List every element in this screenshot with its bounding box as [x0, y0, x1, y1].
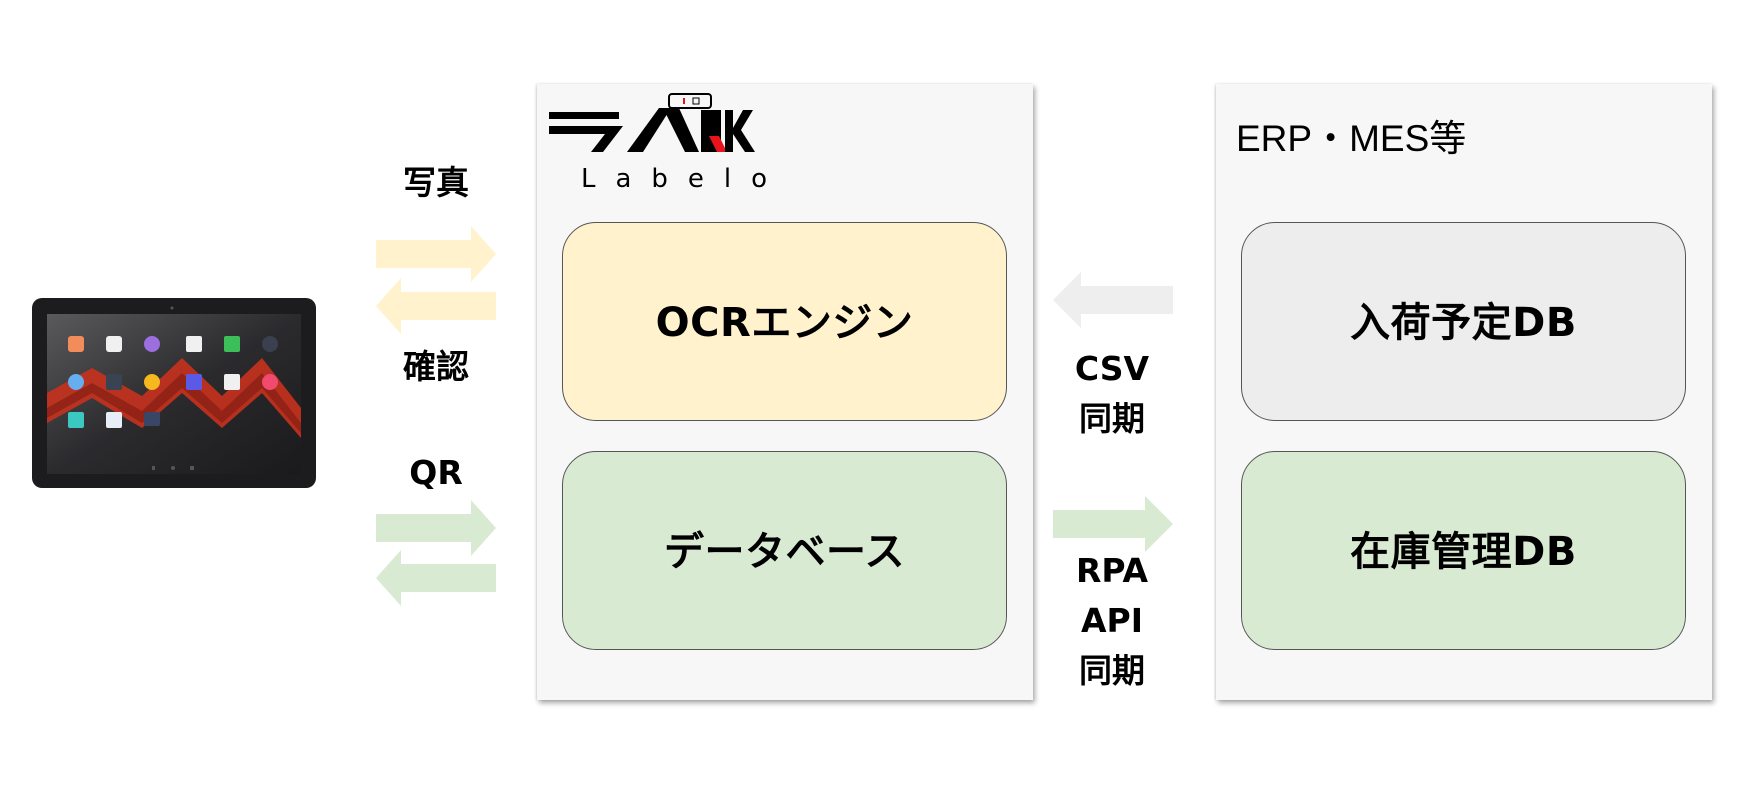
- erp-panel-title: ERP・MES等: [1236, 118, 1467, 159]
- arrival-schedule-db-label: 入荷予定DB: [1350, 299, 1577, 346]
- arrow-left-confirm: [376, 278, 496, 334]
- csv-label-line1: CSV: [1074, 349, 1150, 388]
- qr-label: QR: [409, 453, 463, 492]
- rpa-label: RPA API 同期: [1072, 546, 1152, 696]
- csv-label: CSV 同期: [1072, 344, 1152, 444]
- wallpaper-band: [47, 358, 301, 438]
- inventory-db-label: 在庫管理DB: [1350, 528, 1577, 575]
- app-icons: [68, 336, 278, 428]
- database-label: データベース: [664, 528, 905, 575]
- csv-label-line2: 同期: [1079, 399, 1145, 438]
- tablet-device: [32, 298, 316, 488]
- tablet-image: [32, 298, 316, 488]
- arrow-left-qr: [376, 550, 496, 606]
- arrival-schedule-db-box: 入荷予定DB: [1241, 222, 1686, 421]
- labelo-panel: Labelo OCRエンジン データベース: [537, 84, 1033, 700]
- logo-mark: [549, 93, 755, 152]
- erp-mes-panel: ERP・MES等 入荷予定DB 在庫管理DB: [1216, 84, 1712, 700]
- labelo-logo: Labelo: [543, 88, 783, 194]
- rpa-label-line3: 同期: [1079, 651, 1145, 690]
- ocr-engine-box: OCRエンジン: [562, 222, 1007, 421]
- ocr-engine-label: OCRエンジン: [655, 299, 914, 346]
- photo-label: 写真: [403, 163, 469, 202]
- rpa-label-line2: API: [1080, 601, 1143, 640]
- inventory-db-box: 在庫管理DB: [1241, 451, 1686, 650]
- arrow-right-rpa: [1053, 496, 1173, 552]
- nav-bar: [152, 466, 194, 470]
- rpa-label-line1: RPA: [1075, 551, 1149, 590]
- database-box: データベース: [562, 451, 1007, 650]
- arrow-right-photo: [376, 226, 496, 282]
- confirm-label: 確認: [403, 347, 469, 386]
- arrow-right-qr: [376, 500, 496, 556]
- logo-subtext: Labelo: [581, 164, 788, 194]
- camera-icon: [170, 306, 174, 310]
- arrow-left-csv: [1053, 272, 1173, 328]
